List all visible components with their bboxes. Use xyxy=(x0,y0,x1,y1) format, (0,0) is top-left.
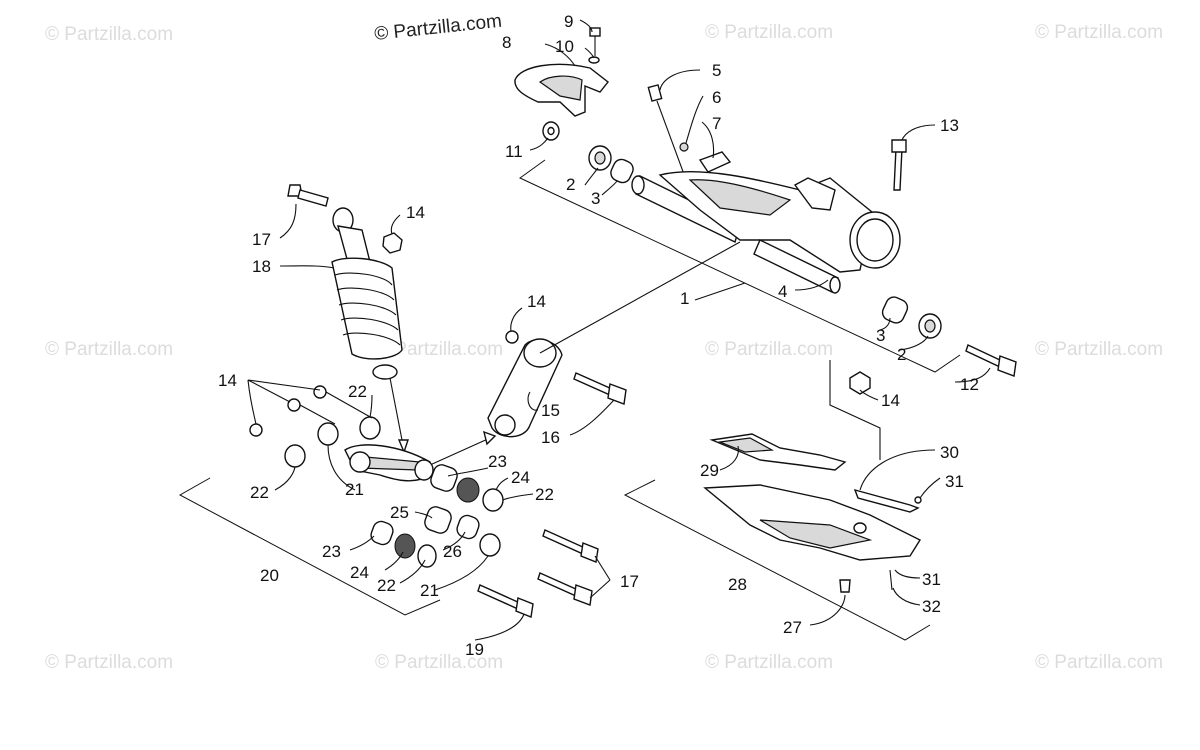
callout-3a: 3 xyxy=(591,189,600,208)
callout-9: 9 xyxy=(564,12,573,31)
callout-17b: 17 xyxy=(620,572,639,591)
linkage-frame xyxy=(178,477,441,616)
callout-8: 8 xyxy=(502,33,511,52)
swing-arm-frame xyxy=(519,159,961,373)
watermark: © Partzilla.com xyxy=(45,339,173,360)
watermark-main: © Partzilla.com xyxy=(373,11,503,45)
callout-32: 32 xyxy=(922,597,941,616)
watermark: © Partzilla.com xyxy=(1035,652,1163,673)
callout-2b: 2 xyxy=(897,345,906,364)
callout-24b: 24 xyxy=(350,563,369,582)
callout-20: 20 xyxy=(260,566,279,585)
callout-22d: 22 xyxy=(377,576,396,595)
callout-27: 27 xyxy=(783,618,802,637)
upper-bracket xyxy=(514,27,609,117)
fastener-line xyxy=(829,360,881,460)
watermark: © Partzilla.com xyxy=(45,24,173,45)
skid-plate xyxy=(703,433,922,593)
assembly-frames xyxy=(178,159,961,641)
watermark: © Partzilla.com xyxy=(705,22,833,43)
skid-plate-frame xyxy=(623,479,931,641)
callout-5: 5 xyxy=(712,61,721,80)
callout-labels: 9 8 10 5 6 7 11 2 3 13 1 4 3 2 12 14 14 … xyxy=(218,12,979,659)
callout-29: 29 xyxy=(700,461,719,480)
callout-14c: 14 xyxy=(218,371,237,390)
callout-25: 25 xyxy=(390,503,409,522)
watermark: © Partzilla.com xyxy=(375,339,503,360)
callout-1: 1 xyxy=(680,289,689,308)
callout-15: 15 xyxy=(541,401,560,420)
callout-21a: 21 xyxy=(345,480,364,499)
watermark: © Partzilla.com xyxy=(705,652,833,673)
callout-12: 12 xyxy=(960,375,979,394)
callout-6: 6 xyxy=(712,88,721,107)
callout-28: 28 xyxy=(728,575,747,594)
watermarks: © Partzilla.com © Partzilla.com © Partzi… xyxy=(45,11,1163,673)
linkage-arm xyxy=(429,241,741,466)
callout-31a: 31 xyxy=(945,472,964,491)
callout-13: 13 xyxy=(940,116,959,135)
callout-31b: 31 xyxy=(922,570,941,589)
callout-19: 19 xyxy=(465,640,484,659)
callout-14a: 14 xyxy=(406,203,425,222)
watermark: © Partzilla.com xyxy=(705,339,833,360)
callout-16: 16 xyxy=(541,428,560,447)
callout-14b: 14 xyxy=(527,292,546,311)
callout-23a: 23 xyxy=(488,452,507,471)
callout-3b: 3 xyxy=(876,326,885,345)
callout-23b: 23 xyxy=(322,542,341,561)
callout-4: 4 xyxy=(778,282,787,301)
callout-17a: 17 xyxy=(252,230,271,249)
watermark: © Partzilla.com xyxy=(45,652,173,673)
callout-30: 30 xyxy=(940,443,959,462)
lower-rocker xyxy=(249,385,434,482)
watermark: © Partzilla.com xyxy=(1035,339,1163,360)
callout-2a: 2 xyxy=(566,175,575,194)
right-bushings xyxy=(849,139,1017,395)
callout-14d: 14 xyxy=(881,391,900,410)
callout-26: 26 xyxy=(443,542,462,561)
callout-22a: 22 xyxy=(348,382,367,401)
callout-21b: 21 xyxy=(420,581,439,600)
callout-10: 10 xyxy=(555,37,574,56)
callout-11: 11 xyxy=(505,142,523,161)
left-bushings xyxy=(542,121,634,184)
watermark: © Partzilla.com xyxy=(1035,22,1163,43)
rocker-hardware xyxy=(370,464,599,618)
callout-22c: 22 xyxy=(535,485,554,504)
shock-absorber xyxy=(287,184,409,454)
watermark: © Partzilla.com xyxy=(375,652,503,673)
callout-18: 18 xyxy=(252,257,271,276)
swing-arm xyxy=(631,171,901,294)
callout-22b: 22 xyxy=(250,483,269,502)
leader-lines xyxy=(247,19,991,641)
callout-7: 7 xyxy=(712,114,721,133)
callout-24a: 24 xyxy=(511,468,530,487)
